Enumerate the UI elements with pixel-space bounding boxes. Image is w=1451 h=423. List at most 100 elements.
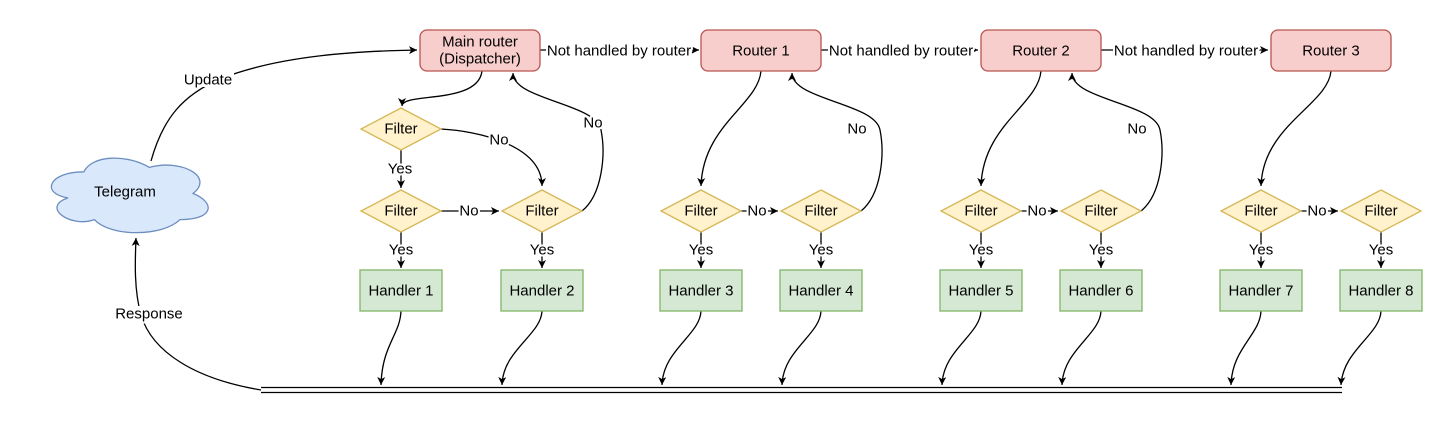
filter-node-g0-left: Filter	[359, 189, 443, 233]
cloud-shape	[50, 157, 209, 234]
router-label: Router 1	[732, 43, 790, 60]
filter-node-g1-left: Filter	[659, 189, 743, 233]
edge-g0-no-return	[509, 72, 604, 212]
filter-diamond	[1059, 189, 1143, 233]
label-yes-h2: Yes	[530, 242, 554, 259]
handler-box	[659, 269, 743, 312]
filter-label: Filter	[1364, 203, 1397, 220]
filter-diamond	[359, 189, 443, 233]
edge-filter0-no	[440, 128, 546, 187]
edge-router2-to-filter	[977, 70, 1042, 187]
filter-label: Filter	[964, 203, 997, 220]
edges	[131, 46, 1385, 394]
handler-label: Handler 1	[368, 283, 433, 300]
edge-response	[131, 237, 262, 391]
edge-dispatcher-to-filter	[398, 70, 483, 107]
edge-h7-bus	[1227, 310, 1262, 386]
filter-diamond	[500, 189, 584, 233]
label-yes-h6: Yes	[1089, 242, 1113, 259]
label-no-g1-return: No	[847, 121, 866, 138]
edge-h2-bus	[498, 310, 543, 386]
handler-node-5: Handler 5	[939, 269, 1023, 312]
edge-update	[150, 46, 418, 162]
router-sublabel: (Dispatcher)	[439, 51, 521, 68]
label-no-g0-top: No	[489, 132, 508, 149]
label-yes-h5: Yes	[969, 242, 993, 259]
label-bg	[182, 71, 234, 87]
label-bg	[828, 43, 974, 59]
edge-router3-to-filter	[1257, 70, 1332, 187]
edge-h8-bus	[1337, 310, 1382, 386]
edge-router1-to-filter	[697, 70, 762, 187]
label-no-g1-mid: No	[747, 203, 766, 220]
handler-node-2: Handler 2	[500, 269, 584, 312]
cloud-telegram: Telegram	[50, 157, 209, 234]
handler-box	[939, 269, 1023, 312]
label-no-g0-mid: No	[459, 203, 478, 220]
label-not-handled-1: Not handled by router	[547, 43, 691, 60]
edge-h1-bus	[377, 310, 402, 386]
nodes: Telegram Main router (Dispatcher) Router…	[50, 29, 1423, 312]
handler-label: Handler 6	[1068, 283, 1133, 300]
handler-box	[359, 269, 443, 312]
handler-node-6: Handler 6	[1059, 269, 1143, 312]
filter-node-g3-left: Filter	[1219, 189, 1303, 233]
filter-label: Filter	[804, 203, 837, 220]
handler-label: Handler 7	[1228, 283, 1293, 300]
handler-label: Handler 2	[509, 283, 574, 300]
handler-box	[1219, 269, 1303, 312]
filter-label: Filter	[384, 121, 417, 138]
label-no-g0-return: No	[583, 115, 602, 132]
router-node-1: Router 1	[700, 29, 822, 72]
label-bg	[1113, 43, 1259, 59]
handler-node-1: Handler 1	[359, 269, 443, 312]
handler-box	[1059, 269, 1143, 312]
label-response: Response	[115, 306, 183, 323]
handler-node-3: Handler 3	[659, 269, 743, 312]
label-no-g3-mid: No	[1307, 203, 1326, 220]
router-box	[700, 29, 822, 72]
handler-label: Handler 3	[668, 283, 733, 300]
handler-label: Handler 5	[948, 283, 1013, 300]
label-not-handled-3: Not handled by router	[1114, 43, 1258, 60]
edge-g1-no-return	[788, 72, 883, 212]
label-bg	[113, 306, 185, 322]
handler-box	[1339, 269, 1423, 312]
label-not-handled-2: Not handled by router	[829, 43, 973, 60]
router-node-dispatcher: Main router (Dispatcher)	[419, 29, 541, 72]
router-node-3: Router 3	[1270, 29, 1392, 72]
label-yes-h8: Yes	[1369, 242, 1393, 259]
edge-h3-bus	[658, 310, 702, 386]
cloud-label: Telegram	[94, 184, 156, 201]
edge-h4-bus	[778, 310, 822, 386]
router-label: Router 3	[1302, 43, 1360, 60]
handler-node-7: Handler 7	[1219, 269, 1303, 312]
router-box	[1270, 29, 1392, 72]
filter-node-g2-left: Filter	[939, 189, 1023, 233]
edge-h6-bus	[1058, 310, 1102, 386]
label-yes-h3: Yes	[689, 242, 713, 259]
label-yes-h1: Yes	[389, 242, 413, 259]
filter-diamond	[1339, 189, 1423, 233]
label-yes-g0-top: Yes	[388, 161, 412, 178]
filter-label: Filter	[1244, 203, 1277, 220]
filter-node-g0-top: Filter	[359, 107, 443, 151]
filter-node-g1-right: Filter	[779, 189, 863, 233]
filter-diamond	[779, 189, 863, 233]
edge-labels: Update Response Not handled by router No…	[113, 41, 1395, 325]
handler-label: Handler 4	[788, 283, 853, 300]
handler-box	[779, 269, 863, 312]
handler-node-4: Handler 4	[779, 269, 863, 312]
label-bg	[546, 43, 692, 59]
label-yes-h7: Yes	[1249, 242, 1273, 259]
label-yes-h4: Yes	[809, 242, 833, 259]
filter-node-g0-right: Filter	[500, 189, 584, 233]
label-update: Update	[184, 72, 232, 89]
filter-node-g3-right: Filter	[1339, 189, 1423, 233]
router-node-2: Router 2	[980, 29, 1102, 72]
router-box	[980, 29, 1102, 72]
label-no-g2-mid: No	[1027, 203, 1046, 220]
router-box	[419, 29, 541, 72]
router-label: Router 2	[1012, 43, 1070, 60]
